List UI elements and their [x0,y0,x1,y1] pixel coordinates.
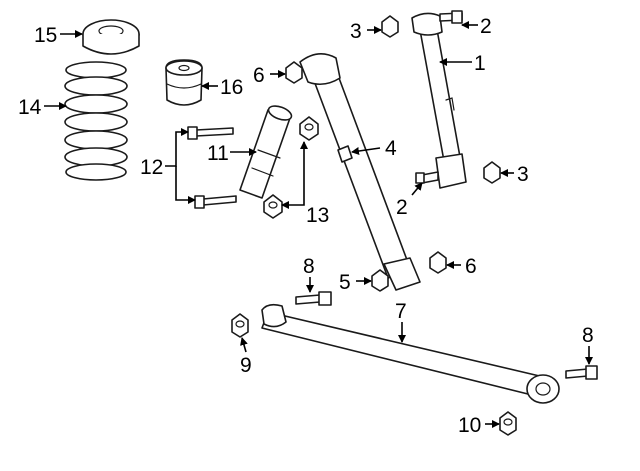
part-13-upper-nut [299,116,319,141]
part-2-upper-bolt [439,10,463,24]
callout-16: 16 [220,76,243,99]
callout-6-upper: 6 [253,64,265,87]
part-8-upper-bolt [295,291,332,306]
callout-3-lower: 3 [517,163,529,186]
callout-8-right: 8 [582,324,594,347]
part-4-lower-control-arm [299,53,421,291]
callout-labels: 15 14 16 11 12 13 1 2 3 3 2 4 6 6 5 7 8 … [18,15,594,437]
callout-14: 14 [18,96,42,119]
part-5-nut [371,269,389,292]
part-14-coil-spring [64,61,128,181]
callout-8-upper: 8 [303,255,315,278]
part-16-jounce-bumper [165,59,203,106]
leader-lines [44,21,593,428]
part-7-track-bar [261,303,560,404]
callout-13: 13 [306,204,329,227]
part-9-nut [231,313,249,338]
part-2-lower-bolt [415,171,439,184]
callout-11: 11 [207,142,229,165]
part-6-lower-nut [429,251,447,274]
callout-6-lower: 6 [465,255,477,278]
part-6-upper-nut [285,61,303,84]
callout-7: 7 [395,300,407,323]
part-15-spring-isolator [82,19,140,55]
callout-3-upper: 3 [350,20,362,43]
callout-15: 15 [34,24,57,47]
part-10-nut [499,411,517,436]
part-1-upper-control-arm [411,12,467,189]
callout-9: 9 [240,354,252,377]
part-12-upper-bolt [187,126,234,140]
part-3-lower-nut [483,161,501,184]
callout-10: 10 [458,414,481,437]
part-12-lower-bolt [194,195,237,209]
callout-2-lower: 2 [396,196,408,219]
part-13-lower-nut [263,194,283,219]
callout-2-upper: 2 [480,15,492,38]
part-8-right-bolt [565,365,598,380]
part-3-upper-nut [381,15,399,38]
callout-5: 5 [339,271,351,294]
callout-1: 1 [474,52,486,75]
part-11-shock-absorber [239,105,293,199]
callout-4: 4 [385,137,397,160]
callout-12: 12 [140,156,163,179]
